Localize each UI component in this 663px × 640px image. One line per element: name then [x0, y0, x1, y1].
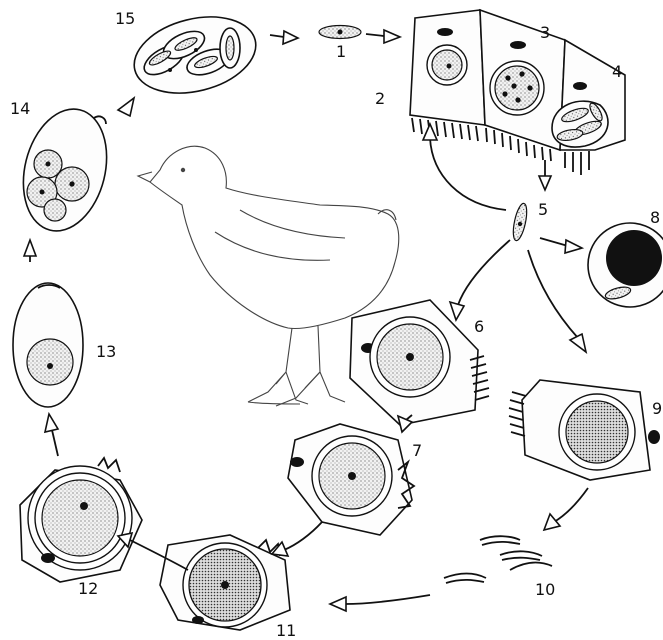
stage-label-12: 12: [78, 579, 98, 598]
stage-14-oocyst: [11, 100, 119, 240]
stage-label-1: 1: [336, 42, 346, 61]
stage-label-6: 6: [474, 317, 484, 336]
stage-label-10: 10: [535, 580, 555, 599]
stage-label-8: 8: [650, 208, 660, 227]
stage-8-cell: [588, 223, 663, 307]
stage-6-cell: [350, 300, 489, 425]
stage-label-14: 14: [10, 99, 30, 118]
stage-13-oocyst: [13, 283, 83, 407]
stage-12-cell: [20, 458, 142, 582]
stage-9-cell: [509, 380, 660, 480]
stage-label-13: 13: [96, 342, 116, 361]
stage-1-sporozoite: [319, 26, 361, 39]
stage-label-7: 7: [412, 441, 422, 460]
stage-label-2: 2: [375, 89, 385, 108]
stage-label-15: 15: [115, 9, 135, 28]
stage-label-3: 3: [540, 23, 550, 42]
stage-5-merozoite: [511, 202, 530, 241]
stage-7-cell: [288, 424, 414, 535]
stage-11-cell: [160, 535, 290, 630]
stage-label-5: 5: [538, 200, 548, 219]
stage-label-4: 4: [612, 62, 622, 81]
stage-label-9: 9: [652, 399, 662, 418]
stage-label-11: 11: [276, 621, 296, 640]
stage-10-microgametes: [444, 536, 552, 583]
stage-15-oocyst: [126, 5, 264, 105]
stage-2-4-epithelium: [410, 10, 625, 175]
